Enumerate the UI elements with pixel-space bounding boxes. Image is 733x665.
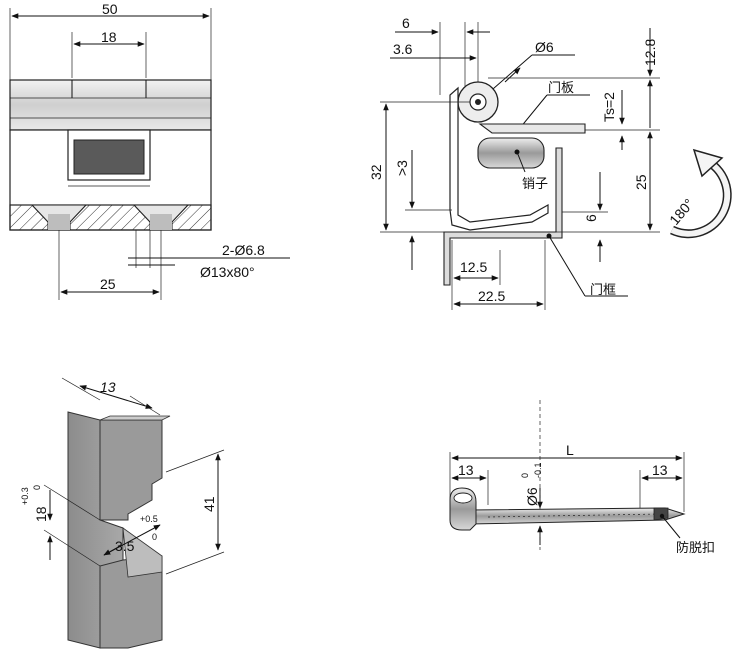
dim-phi6-pin: Ø6 <box>524 487 540 506</box>
tol-18-lower: 0 <box>32 485 42 490</box>
pin-shaft <box>469 507 686 525</box>
door-frame <box>443 147 563 286</box>
tol-3-5-upper: +0.5 <box>140 514 158 524</box>
label-door-panel: 门板 <box>548 81 574 96</box>
door-panel <box>478 123 586 134</box>
hinge-knuckle <box>9 79 212 131</box>
pin-cylinder <box>477 137 545 169</box>
dim-ts: Ts=2 <box>601 92 617 122</box>
label-pin: 销子 <box>522 177 548 192</box>
dim-13-right: 13 <box>652 462 668 478</box>
label-anti-release: 防脱扣 <box>676 540 715 556</box>
angle-plate-right-upper <box>99 419 163 521</box>
dim-width-50: 50 <box>102 1 118 17</box>
dim-22-5: 22.5 <box>478 288 505 304</box>
dim-slot-18: 18 <box>101 29 117 45</box>
tol-phi6-lower: -0.1 <box>533 462 543 478</box>
anti-release-clip <box>653 507 669 521</box>
dim-6-right: 6 <box>583 214 599 222</box>
dim-180: 180° <box>666 195 697 227</box>
dim-3-5: 3.5 <box>115 538 135 554</box>
isometric-view: 13 18 +0.3 0 3.5 +0.5 0 41 <box>20 377 225 649</box>
pin-view: L 13 13 Ø6 0 -0.1 防脱扣 <box>449 400 715 556</box>
dim-3-6: 3.6 <box>393 41 413 57</box>
front-view: 50 18 2-Ø6.8 Ø13x80° <box>9 1 290 300</box>
tol-18-upper: +0.3 <box>20 487 30 505</box>
dim-25: 25 <box>633 174 649 190</box>
dim-phi6: Ø6 <box>535 39 554 55</box>
leaf-profile <box>449 86 549 231</box>
tol-phi6-upper: 0 <box>520 473 530 478</box>
dim-countersink: Ø13x80° <box>200 264 255 280</box>
dim-holes: 2-Ø6.8 <box>222 242 265 258</box>
dim-gt3: >3 <box>394 160 410 176</box>
dim-12-5: 12.5 <box>460 259 487 275</box>
dim-12-8: 12.8 <box>642 39 658 66</box>
dim-pitch-25: 25 <box>100 276 116 292</box>
dim-L: L <box>566 442 574 458</box>
label-door-frame: 门框 <box>590 283 616 298</box>
dim-6-top: 6 <box>402 15 410 31</box>
dim-18-iso: 18 <box>33 506 49 522</box>
tol-3-5-lower: 0 <box>152 532 157 542</box>
dim-13-iso: 13 <box>100 379 116 395</box>
window-opening <box>73 139 145 175</box>
dim-13-left: 13 <box>458 462 474 478</box>
dim-41: 41 <box>201 496 217 512</box>
side-view: 6 3.6 Ø6 12.8 Ts=2 门板 销子 <box>368 15 732 310</box>
dim-32: 32 <box>368 164 384 180</box>
